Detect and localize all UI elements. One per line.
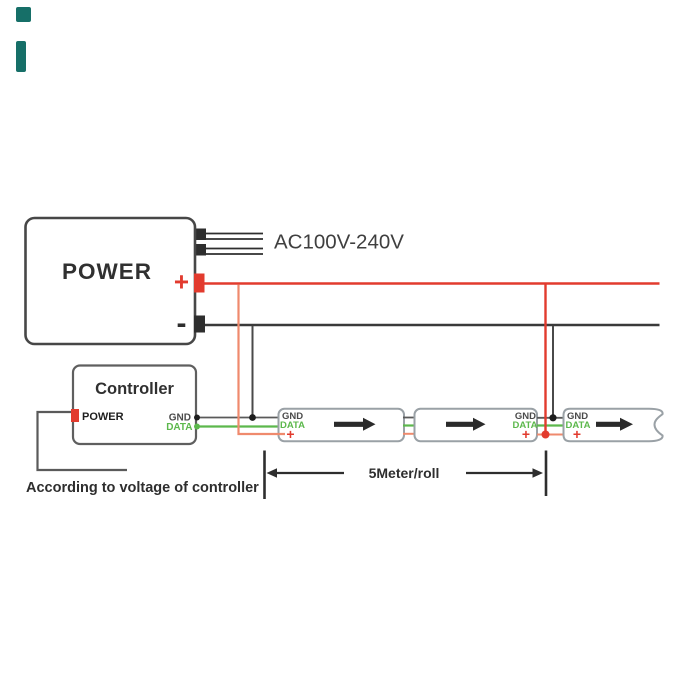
corner-marks: [16, 7, 31, 72]
data-flow-arrow-icon: [596, 417, 633, 431]
rail-drop-wires: [251, 326, 554, 418]
ac-terminal: [195, 228, 206, 240]
strip-joint-2: [537, 284, 564, 439]
junction-dot: [541, 430, 550, 439]
plus-terminal: [194, 273, 205, 293]
note-caption: According to voltage of controller: [26, 480, 259, 496]
strip-plus-label: +: [573, 426, 581, 442]
controller-power-label: POWER: [82, 411, 124, 423]
strip-gnd-label: GND: [515, 411, 536, 422]
dimension-annotation: 5Meter/roll: [263, 450, 548, 499]
controller-power-terminal: [71, 409, 79, 422]
teal-mark-icon: [16, 7, 31, 22]
arrow-left-icon: [266, 468, 344, 478]
ac-voltage-label: AC100V-240V: [274, 231, 404, 254]
junction-dot: [549, 414, 557, 422]
ac-terminal: [195, 244, 206, 256]
controller-box: [71, 364, 198, 446]
controller-title: Controller: [95, 380, 174, 398]
power-supply: POWER + -: [24, 216, 205, 346]
junction-dot: [249, 414, 256, 421]
power-label: POWER: [62, 259, 152, 284]
strip-plus-label: +: [286, 426, 294, 442]
power-rails: [204, 282, 660, 327]
strip-joint-1: [403, 416, 416, 435]
teal-mark-icon: [16, 41, 26, 72]
dimension-label: 5Meter/roll: [369, 465, 440, 481]
led-strip-segment-3: GND DATA +: [562, 407, 664, 443]
plus-feed-wire: [237, 284, 285, 436]
ac-wires: [206, 232, 263, 255]
arrow-right-icon: [466, 468, 543, 478]
led-strip-segment-2: GND DATA +: [413, 407, 538, 443]
plus-terminal-label: +: [174, 267, 189, 297]
strip-gnd-label: GND: [567, 411, 588, 422]
controller-data-label: DATA: [166, 422, 192, 433]
controller-input-wire: [36, 410, 127, 472]
controller-gnd-label: GND: [169, 412, 191, 423]
ac-input: AC100V-240V: [195, 228, 404, 256]
minus-terminal: [194, 315, 205, 333]
minus-terminal-label: -: [177, 307, 187, 340]
led-strip-segment-1: GND DATA +: [277, 407, 405, 443]
strip-data-label: DATA: [566, 420, 591, 431]
controller: Controller POWER GND DATA: [36, 364, 198, 472]
strip-data-label: DATA: [513, 420, 538, 431]
data-flow-arrow-icon: [334, 417, 376, 431]
controller-data-dot: [194, 423, 200, 430]
controller-gnd-dot: [194, 414, 200, 421]
strip-plus-label: +: [522, 426, 530, 442]
strip-gnd-label: GND: [282, 411, 303, 422]
strip-data-label: DATA: [280, 420, 305, 431]
power-feed-wires: [194, 284, 285, 436]
data-flow-arrow-icon: [446, 417, 486, 431]
